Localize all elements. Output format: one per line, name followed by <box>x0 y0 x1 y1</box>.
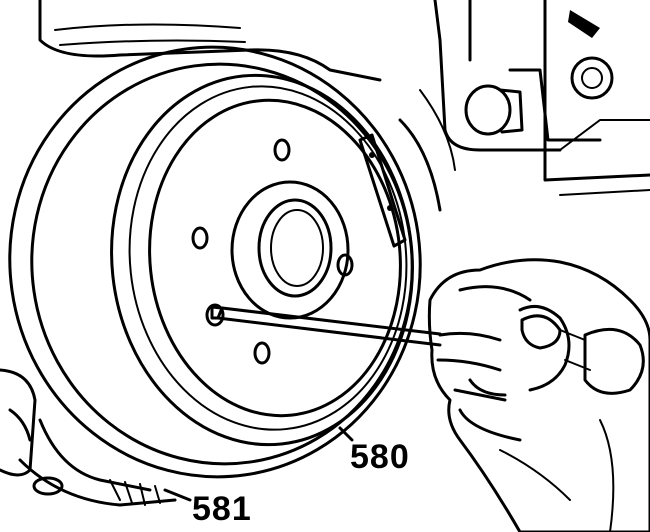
callout-label-adjuster: 581 <box>192 490 252 528</box>
leader-line-581 <box>163 488 192 502</box>
screwdriver <box>210 305 442 347</box>
suspension-background <box>38 0 650 212</box>
brake-drum <box>8 45 422 479</box>
callout-label-drum: 580 <box>350 438 410 476</box>
hand <box>427 258 650 532</box>
leader-line-580 <box>338 426 354 442</box>
lower-hub-background <box>0 368 177 507</box>
